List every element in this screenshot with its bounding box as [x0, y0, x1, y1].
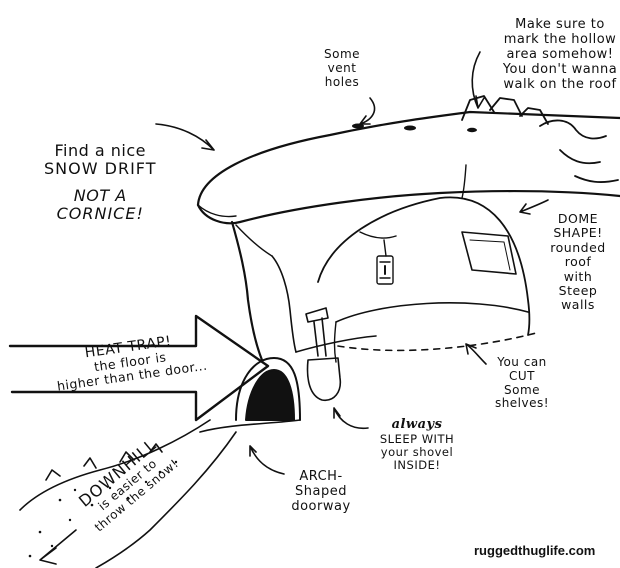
arch-doorway: [199, 357, 301, 433]
mark-hollow-line-4: You don't wanna: [502, 61, 618, 77]
shovel-arrow: [333, 407, 369, 430]
mark-hollow-line-3: area somehow!: [506, 46, 614, 62]
shovel-line-1: always: [391, 417, 443, 432]
mark-roof-arrow: [471, 51, 485, 109]
dome-shape-line-7: walls: [561, 297, 595, 313]
snow-drift-mound: [196, 110, 620, 362]
dome-shape-line-5: with: [563, 268, 593, 284]
dome-shape-line-2: SHAPE!: [553, 225, 603, 241]
shelves-arrow: [465, 343, 487, 365]
shelf-niche: [461, 231, 517, 275]
vent-arrow: [359, 97, 376, 125]
shovel-line-4: INSIDE!: [393, 458, 441, 473]
doorway-arrow: [249, 445, 285, 475]
mark-hollow-note: Make sure to mark the hollow area someho…: [500, 17, 620, 93]
mark-hollow-line-5: walk on the roof: [503, 76, 617, 92]
shelves-line-4: shelves!: [494, 396, 550, 411]
shelves-line-3: Some: [503, 382, 541, 397]
find-drift-line-2: SNOW DRIFT: [44, 159, 157, 179]
shelves-note: You can CUT Some shelves!: [484, 355, 560, 411]
dome-shape-line-1: DOME: [557, 211, 599, 226]
heat-trap-arrow: [8, 314, 270, 422]
find-drift-line-1: Find a nice: [54, 141, 146, 160]
shovel-icon: [305, 307, 342, 402]
dome-cavity: [317, 164, 531, 363]
dome-shape-line-3: rounded: [550, 239, 606, 255]
vent-holes-line-1: Some: [324, 47, 361, 61]
shovel-note: always SLEEP WITH your shovel INSIDE!: [368, 417, 466, 473]
slope-speckles: [28, 460, 178, 558]
vent-holes-note: Some vent holes: [324, 47, 361, 89]
roof-snow-blocks: [461, 95, 619, 183]
shovel-line-2: SLEEP WITH: [379, 431, 455, 446]
doorway-note: ARCH- Shaped doorway: [286, 469, 356, 515]
callout-arrows: [155, 51, 549, 475]
drift-arrow: [155, 123, 215, 151]
doorway-line-3: doorway: [291, 498, 351, 514]
doorway-line-2: Shaped: [295, 483, 347, 499]
mark-hollow-line-2: mark the hollow: [503, 31, 617, 47]
dome-shape-line-4: roof: [564, 254, 592, 270]
dome-shape-line-6: Steep: [558, 282, 598, 298]
shelf-cut-dashed-line: [337, 331, 541, 352]
watermark: ruggedthuglife.com: [474, 543, 596, 558]
downhill-slope: [19, 419, 237, 568]
find-drift-note: Find a nice SNOW DRIFT NOT A CORNICE!: [44, 141, 157, 224]
vent-holes-line-3: holes: [324, 74, 360, 89]
find-drift-line-3: NOT A: [73, 185, 127, 205]
vent-holes-line-2: vent: [327, 60, 357, 75]
shelves-line-1: You can: [497, 355, 547, 369]
dome-shape-note: DOME SHAPE! rounded roof with Steep wall…: [540, 211, 616, 313]
mark-hollow-line-1: Make sure to: [515, 17, 605, 32]
shovel-line-3: your shovel: [380, 445, 454, 460]
dome-arrow: [519, 199, 549, 215]
doorway-line-1: ARCH-: [299, 469, 343, 484]
downhill-arrow: [39, 529, 77, 565]
shelves-line-2: CUT: [509, 368, 535, 383]
find-drift-line-4: CORNICE!: [56, 204, 144, 224]
lantern-icon: [359, 231, 397, 285]
